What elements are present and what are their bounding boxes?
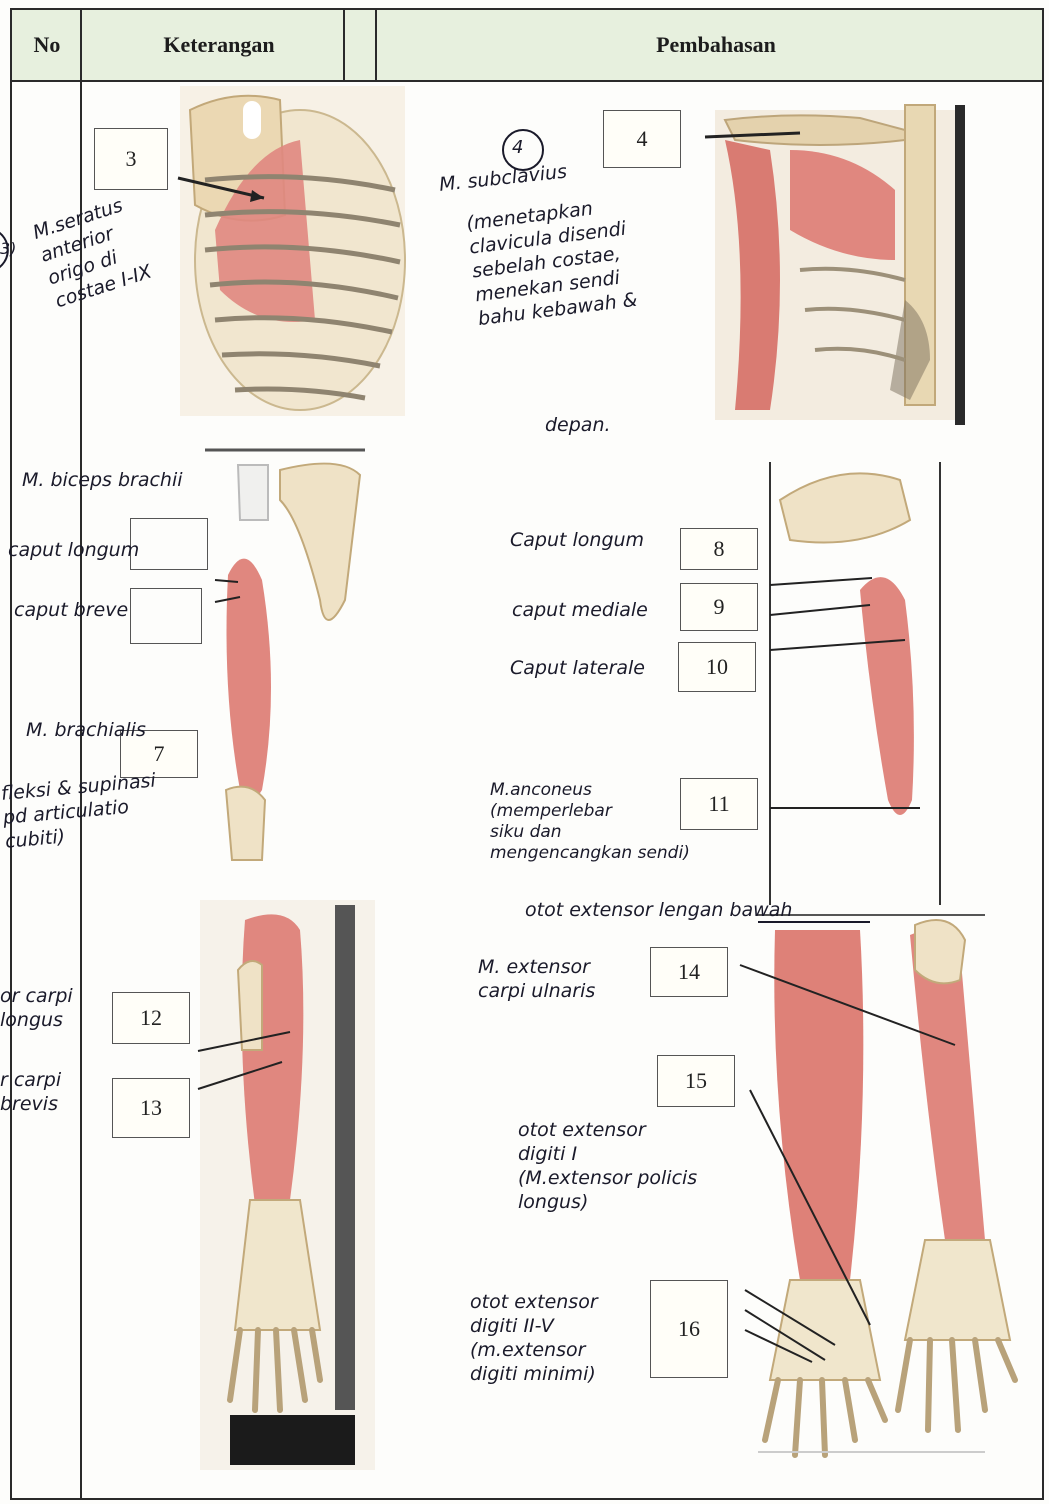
thorax-subclavius-image [705, 105, 965, 425]
label-box-14: 14 [650, 947, 728, 997]
note-subclavius-end: depan. [545, 413, 611, 437]
label-box-5 [130, 518, 208, 570]
note-extensor-title: otot extensor lengan bawah [525, 898, 885, 922]
note-3-marker: 3) [0, 237, 16, 261]
note-extensor-carpi-ulnaris: M. extensor carpi ulnaris [478, 955, 648, 1003]
note-caput-laterale: Caput laterale [510, 656, 645, 680]
triceps-brachii-image [770, 462, 940, 905]
note-anconeus: M.anconeus (memperlebar siku dan mengenc… [490, 780, 740, 864]
biceps-brachii-image [205, 450, 365, 860]
label-box-9: 9 [680, 583, 758, 631]
note-extensor-carpi-brevis: r carpi brevis [0, 1068, 100, 1116]
note-extensor-digiti-ii-v: otot extensor digiti II-V (m.extensor di… [470, 1290, 650, 1386]
note-biceps-brachii: M. biceps brachii [22, 468, 242, 492]
label-box-8: 8 [680, 528, 758, 570]
label-box-12: 12 [112, 992, 190, 1044]
label-box-6 [130, 588, 202, 644]
note-caput-longum: Caput longum [510, 528, 644, 552]
note-extensor-carpi-longus: or carpi longus [0, 984, 100, 1032]
label-box-15: 15 [657, 1055, 735, 1107]
label-box-10: 10 [678, 642, 756, 692]
label-box-16: 16 [650, 1280, 728, 1378]
forearm-extensor-right-image [740, 915, 1015, 1455]
forearm-extensor-left-image [198, 900, 375, 1470]
ribcage-serratus-image [178, 86, 405, 416]
note-brachialis: M. brachialis [26, 718, 146, 742]
label-box-13: 13 [112, 1078, 190, 1138]
note-4-marker: 4 [512, 136, 523, 160]
note-extensor-digiti-i: otot extensor digiti I (M.extensor polic… [518, 1118, 758, 1214]
note-caput-longum-left: caput longum [8, 538, 139, 562]
note-caput-mediale: caput mediale [512, 598, 648, 622]
note-caput-breve: caput breve [14, 598, 128, 622]
